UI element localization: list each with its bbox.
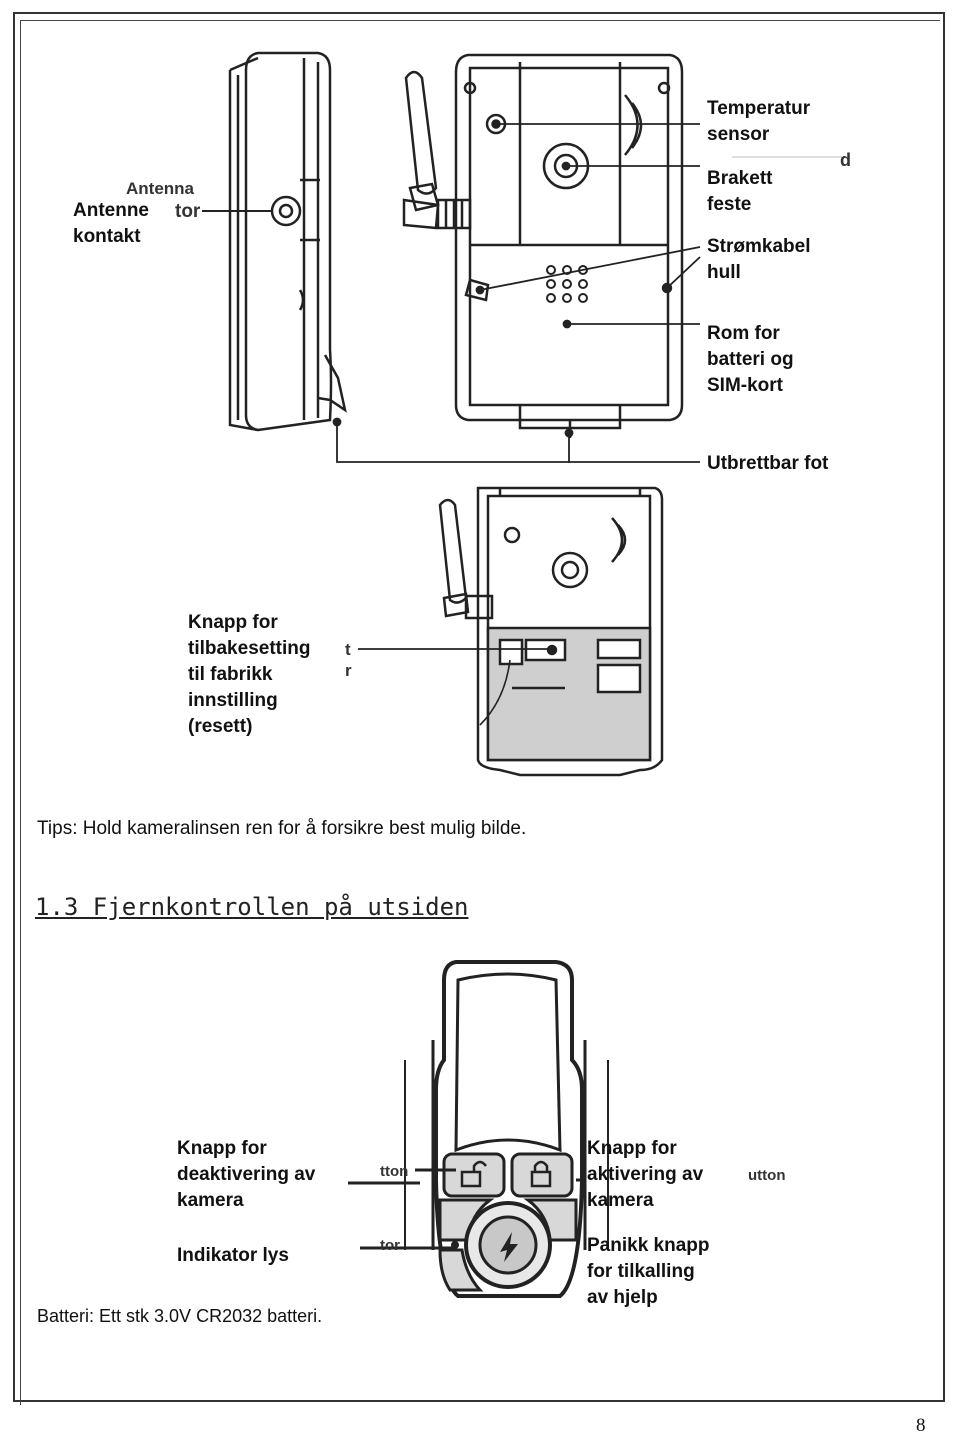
section-heading: 1.3 Fjernkontrollen på utsiden	[35, 893, 469, 921]
ghost-t: t	[345, 640, 351, 659]
camera-front-view	[402, 53, 684, 438]
label-temperatur-sensor: Temperatur sensor	[707, 98, 811, 145]
unlock-icon	[460, 1160, 487, 1188]
lightning-icon	[500, 1232, 518, 1262]
battery-note: Batteri: Ett stk 3.0V CR2032 batteri.	[37, 1306, 323, 1326]
figure3-leaders	[348, 1168, 580, 1250]
label-antenne-kontakt: Antenne kontakt	[73, 200, 149, 247]
label-deaktivering: Knapp for deaktivering av kamera	[177, 1138, 316, 1211]
label-stromkabel-hull: Strømkabel hull	[707, 236, 811, 283]
label-aktivering: Knapp for aktivering av kamera	[587, 1138, 704, 1211]
page-number: 8	[916, 1415, 926, 1436]
ghost-r: r	[345, 661, 352, 680]
label-brakett-feste: Brakett feste	[707, 168, 773, 215]
label-reset-knapp: Knapp for tilbakesetting til fabrikk inn…	[188, 612, 311, 737]
antenna-ghost-text-2: tor	[175, 201, 201, 222]
label-panikk: Panikk knapp for tilkalling av hjelp	[587, 1235, 710, 1308]
reset-leader-dot	[548, 645, 556, 653]
lock-icon	[530, 1160, 552, 1188]
page-border-inner	[20, 20, 940, 1405]
label-rom-batteri: Rom for batteri og SIM-kort	[707, 323, 794, 396]
antenna-ghost-text-1: Antenna	[126, 179, 195, 198]
button-ghost-left: tton	[380, 1163, 408, 1180]
label-indikator: Indikator lys	[177, 1245, 289, 1266]
figure1-leaders	[332, 123, 701, 463]
speaker-grille	[546, 265, 588, 303]
tips-text: Tips: Hold kameralinsen ren for å forsik…	[37, 818, 527, 839]
ghost-d: d	[840, 150, 851, 170]
camera-side-view	[228, 51, 347, 432]
button-ghost-right: utton	[748, 1167, 785, 1184]
indicator-ghost: tor	[380, 1237, 400, 1254]
page-border	[13, 12, 945, 1402]
label-utbrettbar-fot: Utbrettbar fot	[707, 453, 829, 474]
camera-open-view	[438, 486, 664, 777]
